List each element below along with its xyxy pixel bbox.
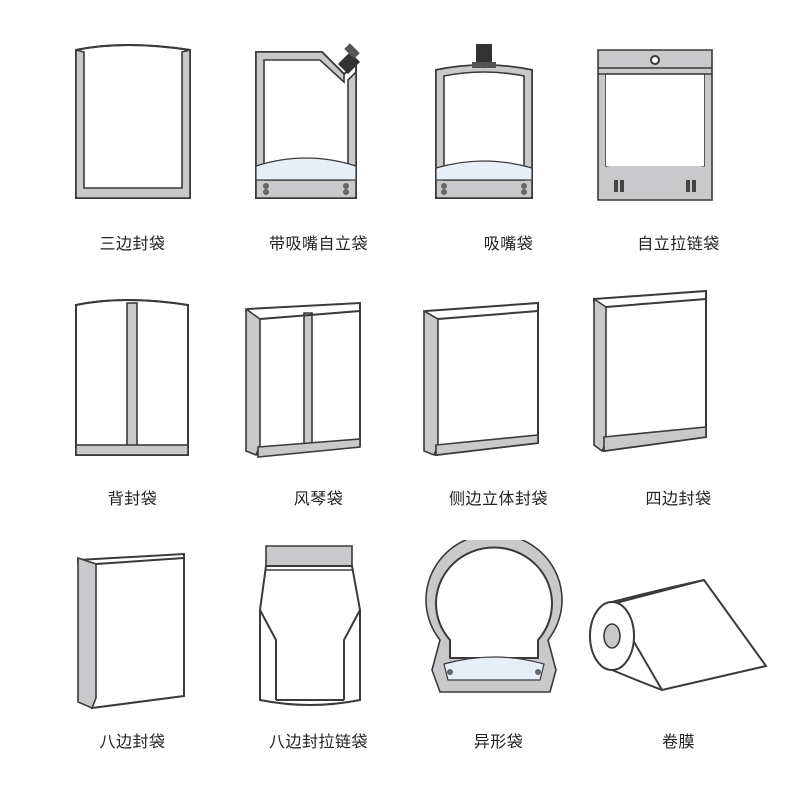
bag-item-spout-pouch: 吸嘴袋 bbox=[410, 30, 607, 285]
three-side-seal-bag-icon bbox=[75, 44, 191, 199]
four-side-seal-bag-icon bbox=[592, 289, 707, 453]
bag-label: 背封袋 bbox=[107, 489, 158, 508]
gusset-bag-icon bbox=[245, 301, 361, 458]
bag-item-side-gusset: 侧边立体封袋 bbox=[400, 285, 597, 540]
bag-item-eight-side-zipper: 八边封拉链袋 bbox=[220, 540, 417, 795]
bag-item-four-side-seal: 四边封袋 bbox=[580, 285, 777, 540]
bag-label: 侧边立体封袋 bbox=[448, 489, 548, 508]
bag-label: 八边封拉链袋 bbox=[268, 732, 368, 751]
bag-item-three-side-seal: 三边封袋 bbox=[34, 30, 231, 285]
eight-side-zipper-bag-icon bbox=[259, 545, 361, 706]
roll-film-icon bbox=[589, 578, 768, 692]
bag-item-spout-stand-up: 带吸嘴自立袋 bbox=[220, 30, 417, 285]
bag-item-gusset: 风琴袋 bbox=[220, 285, 417, 540]
shaped-bag-icon bbox=[425, 540, 563, 693]
bag-label: 四边封袋 bbox=[645, 489, 712, 508]
stand-up-zipper-bag-icon bbox=[597, 49, 713, 201]
bag-label: 八边封袋 bbox=[99, 732, 166, 751]
bag-label: 带吸嘴自立袋 bbox=[268, 234, 368, 253]
eight-side-seal-bag-icon bbox=[76, 552, 185, 710]
bag-item-roll-film: 卷膜 bbox=[580, 540, 777, 795]
bag-label: 风琴袋 bbox=[293, 489, 344, 508]
bag-item-back-seal: 背封袋 bbox=[34, 285, 231, 540]
bag-label: 吸嘴袋 bbox=[483, 234, 534, 253]
bag-label: 卷膜 bbox=[661, 732, 695, 751]
bag-item-stand-up-zipper: 自立拉链袋 bbox=[580, 30, 777, 285]
bag-item-shaped: 异形袋 bbox=[400, 540, 597, 795]
spout-pouch-icon bbox=[435, 44, 533, 199]
bag-label: 三边封袋 bbox=[99, 234, 166, 253]
bag-label: 自立拉链袋 bbox=[637, 234, 720, 253]
bag-label: 异形袋 bbox=[473, 732, 524, 751]
spout-stand-up-pouch-icon bbox=[255, 43, 360, 199]
bag-item-eight-side-seal: 八边封袋 bbox=[34, 540, 231, 795]
side-gusset-bag-icon bbox=[423, 301, 539, 457]
back-seal-bag-icon bbox=[75, 299, 189, 456]
